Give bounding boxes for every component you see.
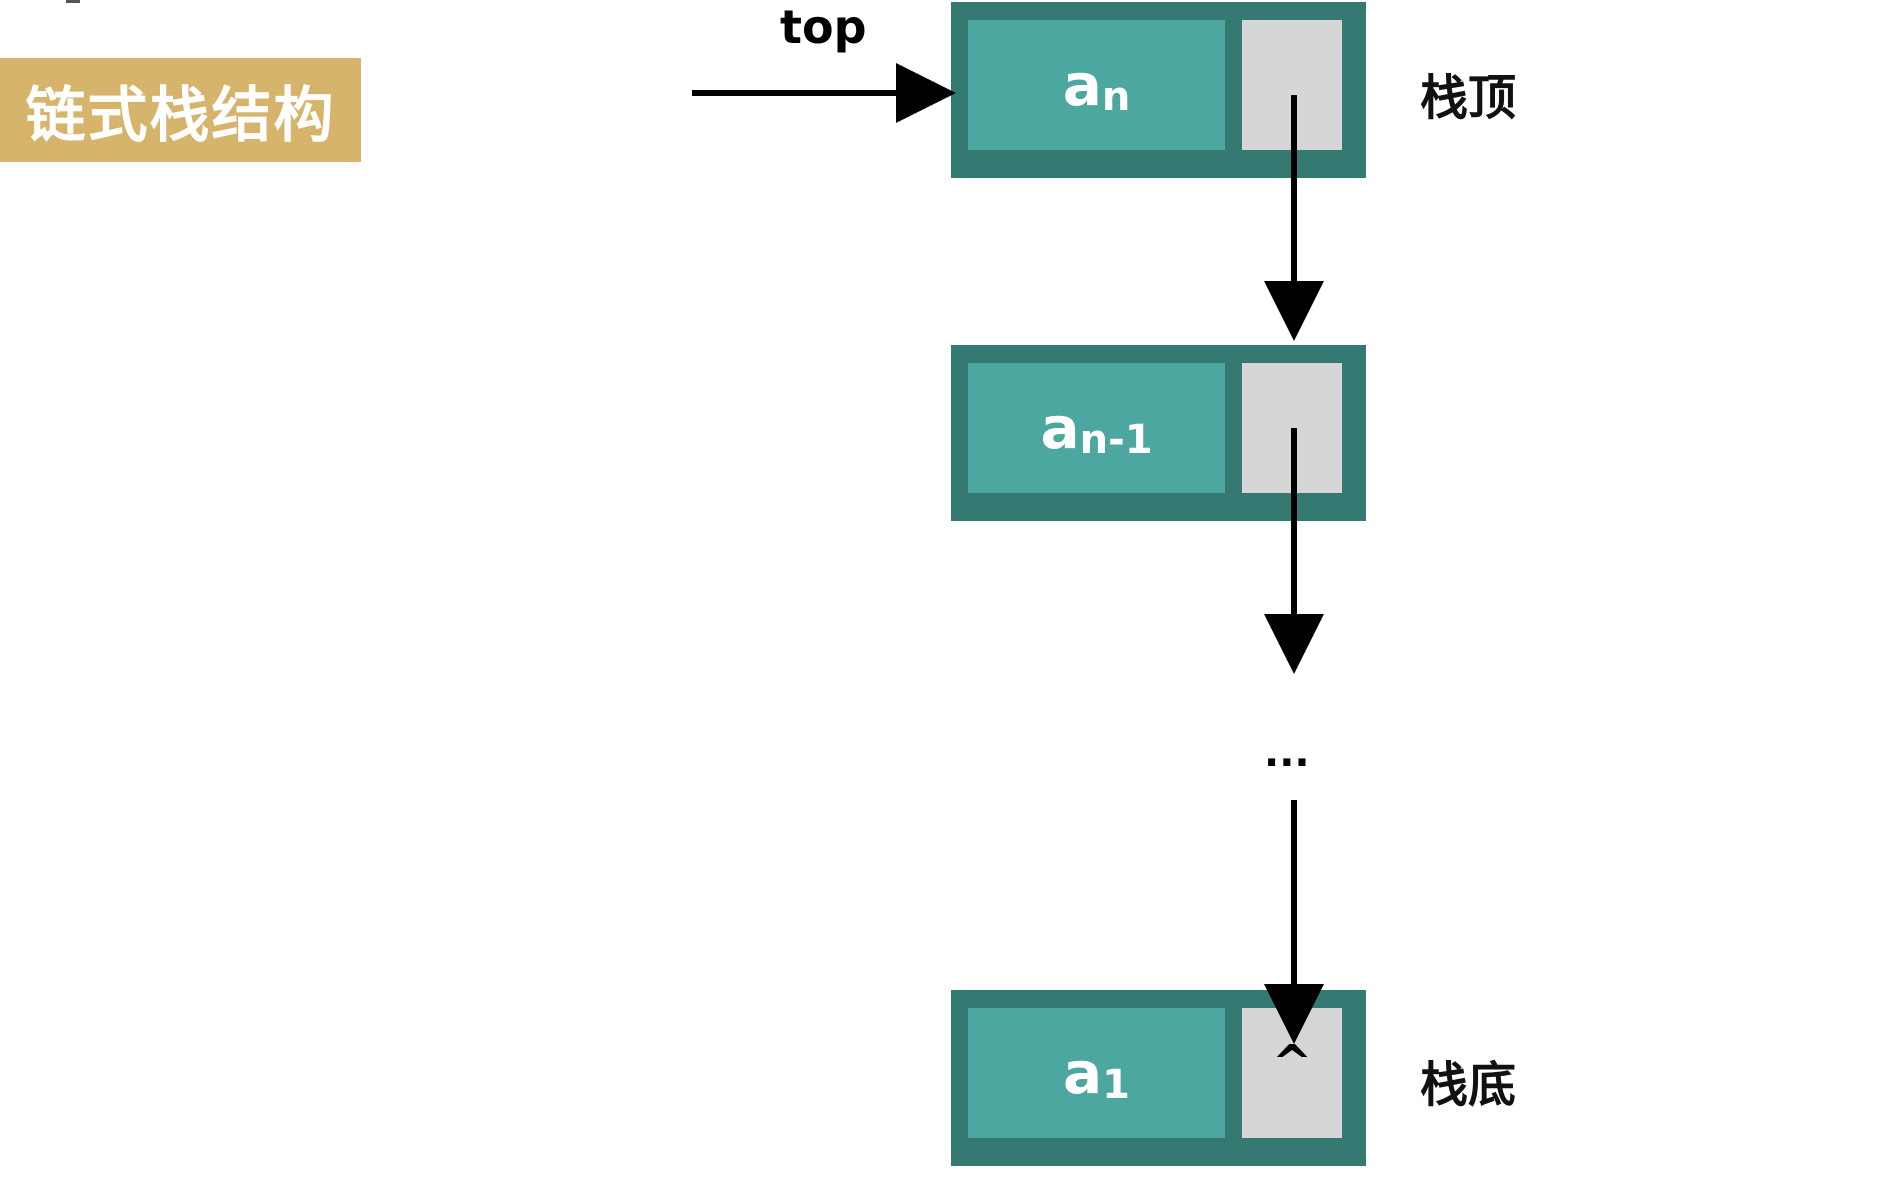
node-data-base: a xyxy=(1062,51,1102,119)
node-data-subscript: n-1 xyxy=(1079,417,1153,463)
node-data-subscript: n xyxy=(1101,74,1131,120)
ellipsis-marker: ... xyxy=(1264,730,1310,776)
stack-top-label: 栈顶 xyxy=(1420,70,1517,126)
node-data-base: a xyxy=(1040,394,1080,462)
top-left-mark xyxy=(66,0,80,3)
stack-bottom-label: 栈底 xyxy=(1420,1057,1517,1113)
title-badge: 链式栈结构 xyxy=(0,58,361,162)
null-pointer-marker: ^ xyxy=(1272,1035,1313,1091)
top-pointer-label: top xyxy=(780,0,867,54)
node-data-subscript: 1 xyxy=(1102,1062,1130,1108)
node-data-base: a xyxy=(1063,1039,1103,1107)
